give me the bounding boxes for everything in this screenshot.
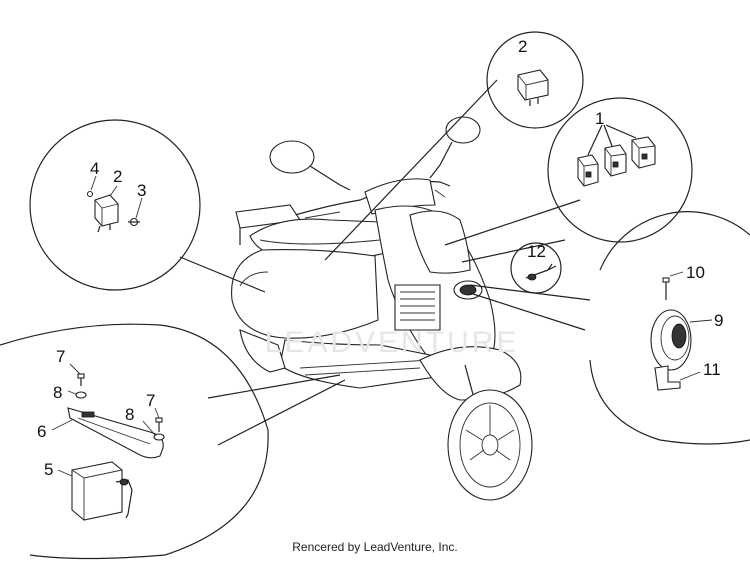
bracket-part-11 xyxy=(654,365,701,391)
screw-part-7-right xyxy=(155,417,163,432)
callout-8-right: 8 xyxy=(125,405,134,424)
detail-circle-relay-left xyxy=(29,119,201,291)
screw-part-3 xyxy=(128,197,143,227)
relay-group-part-1 xyxy=(577,124,656,187)
detail-circle-horn xyxy=(599,211,750,271)
callout-7-right: 7 xyxy=(146,391,155,410)
rear-body xyxy=(231,249,379,339)
detail-circle-relay-top xyxy=(486,31,584,129)
relay-part-2-top xyxy=(517,69,549,106)
scooter-illustration xyxy=(231,116,533,501)
side-vent xyxy=(394,284,441,331)
detail-circle-battery xyxy=(0,323,269,560)
front-fender xyxy=(419,346,522,401)
callout-leaders xyxy=(179,79,591,446)
watermark-text: LEADVENTURE xyxy=(265,326,520,359)
callout-2-left: 2 xyxy=(113,167,122,186)
callout-6: 6 xyxy=(37,422,46,441)
footer-credit: Rencered by LeadVenture, Inc. xyxy=(292,540,458,554)
callout-12: 12 xyxy=(527,242,546,261)
callout-1: 1 xyxy=(595,109,604,128)
callout-3: 3 xyxy=(137,181,146,200)
relay-part-2-left xyxy=(94,194,119,233)
front-wheel xyxy=(447,389,533,501)
screw-part-7-left xyxy=(77,373,85,386)
washer-part-8-left xyxy=(75,391,87,399)
callout-9: 9 xyxy=(714,311,723,330)
battery-part-5 xyxy=(57,461,133,521)
left-mirror xyxy=(269,140,351,191)
callout-8-left: 8 xyxy=(53,383,62,402)
screw-part-10 xyxy=(662,271,684,300)
strap-part-6 xyxy=(51,407,164,459)
horn-part-9 xyxy=(650,309,713,371)
rear-underside xyxy=(239,329,286,373)
callout-7-left: 7 xyxy=(56,347,65,366)
callout-2-top: 2 xyxy=(518,37,527,56)
screw-part-4 xyxy=(86,175,97,198)
callout-5: 5 xyxy=(44,460,53,479)
washer-part-8-right xyxy=(153,433,165,441)
callout-4: 4 xyxy=(90,159,99,178)
connector-part-12 xyxy=(510,242,562,294)
callout-11: 11 xyxy=(703,360,721,379)
detail-circle-relays xyxy=(547,97,693,243)
callout-10: 10 xyxy=(686,263,705,282)
horn-cover xyxy=(409,210,471,274)
right-mirror xyxy=(429,116,481,179)
